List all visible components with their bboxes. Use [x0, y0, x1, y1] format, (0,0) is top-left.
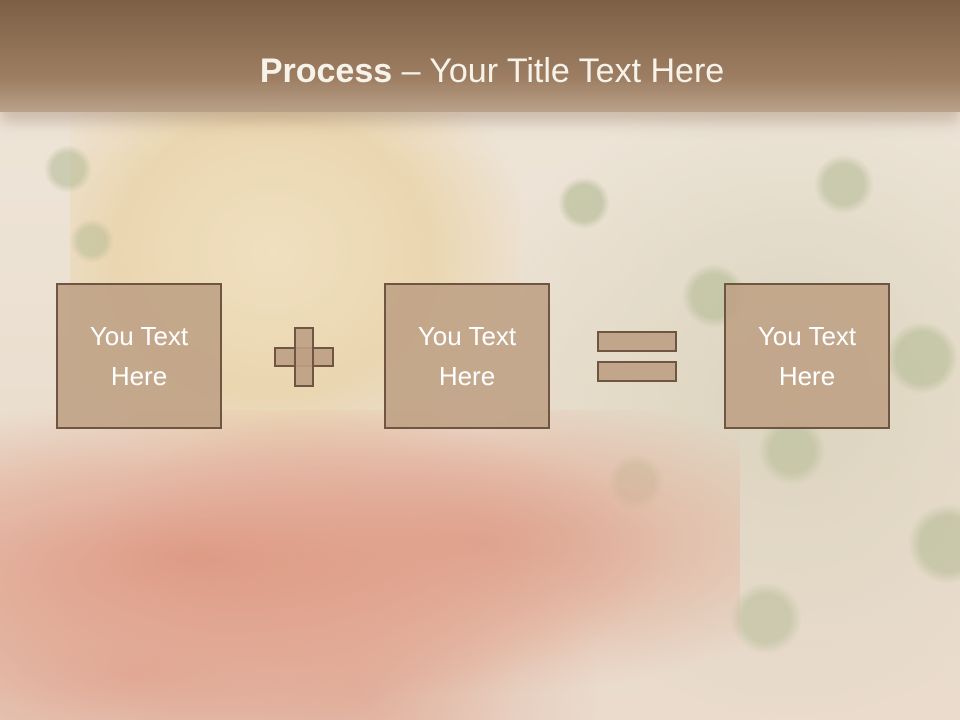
title-rest: – Your Title Text Here	[392, 52, 725, 90]
title-bold: Process	[259, 52, 393, 90]
process-box-1[interactable]: You Text Here	[56, 283, 222, 429]
plus-icon	[274, 327, 334, 387]
plus-center	[296, 349, 312, 365]
equals-top-bar	[597, 331, 677, 352]
equals-icon	[597, 331, 677, 383]
process-box-2[interactable]: You Text Here	[384, 283, 550, 429]
herbs-left-image	[20, 115, 140, 295]
title-bar	[0, 0, 960, 112]
process-box-3[interactable]: You Text Here	[724, 283, 890, 429]
equals-bottom-bar	[597, 361, 677, 382]
slide-title[interactable]: Process – Your Title Text Here	[0, 52, 960, 91]
crayfish-image	[0, 410, 740, 720]
